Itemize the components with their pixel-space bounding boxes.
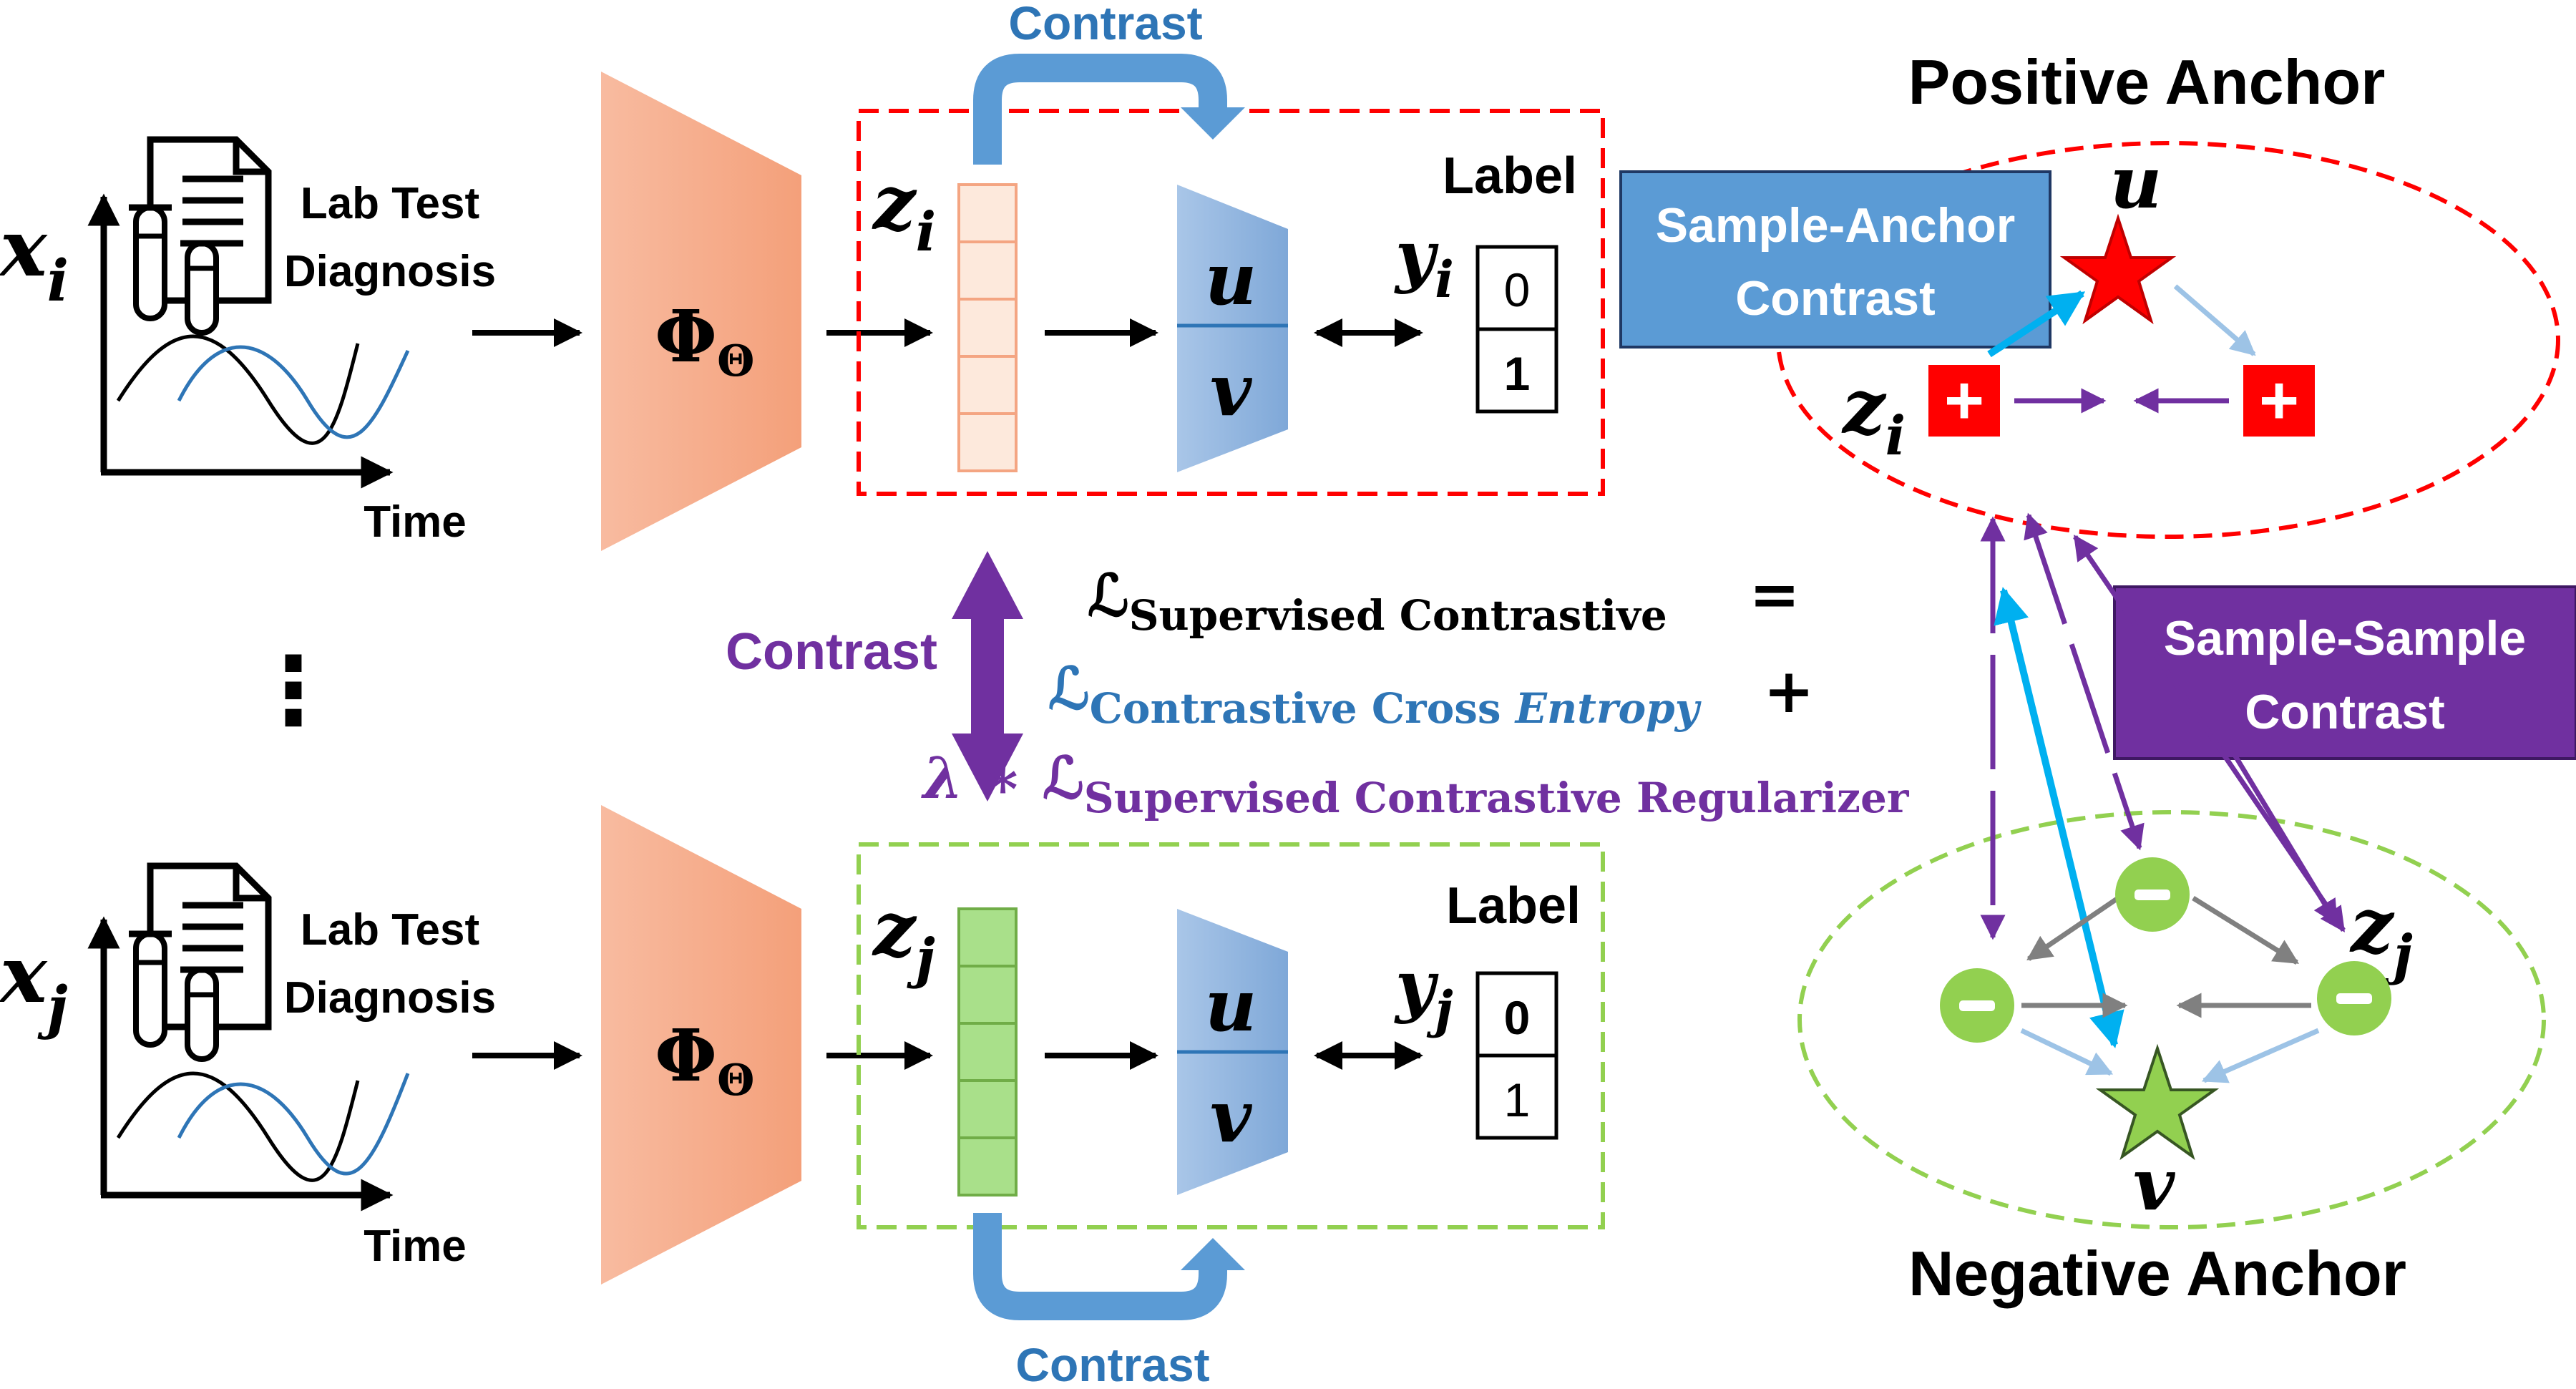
negative-anchor-star	[2095, 1043, 2220, 1161]
loss-line-2-op: +	[1763, 655, 1814, 727]
positive-sample-plus-left: +	[1928, 362, 2000, 439]
sample-sample-line2: Contrast	[2245, 685, 2445, 739]
sample-sample-pointer	[2230, 750, 2338, 925]
top-contrast-label: Contrast	[1008, 0, 1202, 49]
sample-anchor-line2: Contrast	[1735, 271, 1936, 326]
bottom-anchor-v: v	[1210, 1074, 1252, 1159]
top-lab-test-label: Lab Test	[301, 179, 479, 228]
top-contrast-arrowhead	[1181, 107, 1245, 140]
top-label-value-1: 1	[1504, 347, 1531, 400]
bottom-contrast-curve	[973, 1213, 1227, 1320]
sample-sample-line1: Sample-Sample	[2164, 611, 2526, 666]
bottom-lab-test-label: Lab Test	[301, 905, 479, 955]
top-label-box: 0 1	[1475, 245, 1558, 414]
top-document-icon	[129, 136, 272, 336]
bottom-diagnosis-label: Diagnosis	[284, 973, 496, 1023]
minus-icon-top	[2135, 890, 2170, 900]
bottom-contrast-arrowhead	[1181, 1238, 1245, 1270]
minus-icon-right	[2336, 993, 2372, 1004]
bottom-embedding-vector	[957, 907, 1018, 1197]
negative-sample-minus-right	[2317, 961, 2391, 1035]
middle-contrast-label: Contrast	[726, 623, 937, 681]
vertical-ellipsis: ⋮	[247, 638, 340, 743]
top-embedding-label: zi	[872, 158, 936, 263]
top-y-label: yi	[1394, 216, 1454, 309]
top-embedding-vector	[957, 183, 1018, 472]
sample-anchor-contrast-box	[1619, 170, 2051, 349]
negative-gray-arrow-4	[2192, 896, 2299, 965]
bottom-time-series-plot	[87, 916, 410, 1212]
top-time-series-plot	[87, 193, 410, 489]
top-time-label: Time	[364, 497, 467, 547]
bottom-encoder-trapezoid	[601, 805, 801, 1285]
top-blue-wave	[177, 345, 410, 439]
positive-u-label: u	[2110, 140, 2162, 225]
top-diagnosis-label: Diagnosis	[284, 247, 496, 296]
top-input-label: xi	[0, 202, 69, 314]
bottom-black-wave	[116, 1071, 360, 1182]
bottom-y-label: yj	[1394, 946, 1453, 1039]
plus-icon-right: +	[2259, 362, 2299, 439]
positive-sample-plus-right: +	[2243, 362, 2315, 439]
top-anchor-v: v	[1210, 348, 1252, 432]
top-encoder-trapezoid	[601, 72, 801, 551]
positive-cyan-arrow	[1987, 290, 2086, 358]
top-encoder-label: ΦΘ	[655, 294, 754, 386]
top-row: xi Lab Test Diagnosis Time	[0, 0, 1605, 551]
bottom-embedding-label: zj	[872, 884, 935, 990]
bottom-green-dashed-box	[857, 842, 1605, 1229]
plus-icon-left: +	[1944, 362, 1984, 439]
negative-lightblue-arrow-2	[2201, 1028, 2320, 1083]
positive-lightblue-arrow	[2173, 284, 2256, 356]
negative-lightblue-arrow-1	[2020, 1028, 2114, 1076]
cross-cyan-arrow	[1994, 587, 2124, 1048]
negative-anchor-title: Negative Anchor	[1908, 1238, 2406, 1309]
negative-gray-arrow-3	[2026, 896, 2119, 961]
loss-line-2: ℒContrastive Cross Entropy	[1048, 655, 1702, 733]
bottom-document-icon	[129, 862, 272, 1062]
bottom-label-title: Label	[1446, 877, 1581, 935]
bottom-encoder-label: ΦΘ	[655, 1013, 754, 1106]
loss-line-3: λ ∗ ℒSupervised Contrastive Regularizer	[921, 744, 1910, 822]
bottom-label-value-0: 0	[1504, 991, 1531, 1044]
bottom-label-box: 0 1	[1475, 971, 1558, 1140]
right-panel: Positive Anchor Negative Anchor Sample-A…	[1619, 47, 2576, 1309]
minus-icon-left	[1959, 1000, 1995, 1011]
top-anchor-u: u	[1205, 237, 1257, 321]
negative-sample-minus-top	[2115, 857, 2190, 932]
top-label-value-0: 0	[1504, 263, 1531, 316]
positive-zi-label: zi	[1841, 362, 1906, 467]
bottom-input-label: xj	[0, 928, 68, 1040]
bottom-row: xj Lab Test Diagnosis Time ΦΘ	[0, 805, 1605, 1389]
middle-purple-double-arrow	[952, 551, 1023, 801]
loss-line-1-op: =	[1749, 559, 1800, 630]
top-label-title: Label	[1443, 147, 1577, 205]
negative-v-label: v	[2133, 1142, 2175, 1227]
bottom-time-label: Time	[364, 1222, 467, 1271]
top-anchor-trapezoid	[1177, 185, 1288, 472]
loss-line-1: ℒSupervised Contrastive	[1088, 562, 1667, 640]
negative-sample-minus-left	[1940, 968, 2014, 1043]
top-contrast-curve	[973, 54, 1227, 165]
negative-anchor-ellipse	[1797, 810, 2546, 1229]
bottom-anchor-u: u	[1205, 963, 1257, 1048]
bottom-label-value-1: 1	[1504, 1073, 1531, 1126]
sample-anchor-line1: Sample-Anchor	[1656, 198, 2016, 253]
positive-anchor-title: Positive Anchor	[1908, 47, 2386, 117]
bottom-blue-wave	[177, 1073, 410, 1176]
middle-section: ⋮ Contrast ℒSupervised Contrastive = ℒCo…	[247, 551, 1910, 822]
top-black-wave	[116, 334, 360, 445]
positive-anchor-star	[2059, 213, 2177, 325]
bottom-contrast-label: Contrast	[1015, 1338, 1209, 1389]
